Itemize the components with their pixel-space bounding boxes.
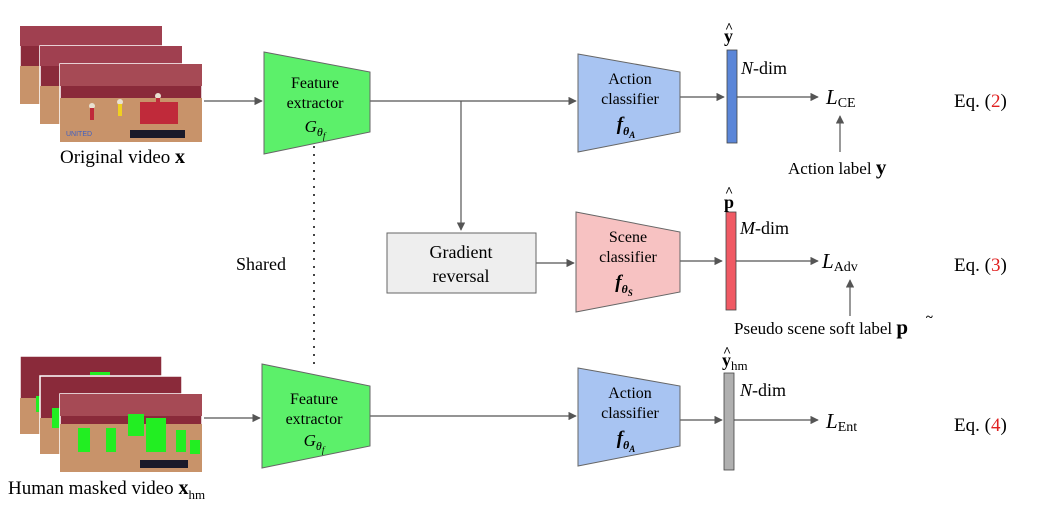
output-bar-bottom (723, 372, 735, 471)
action-classifier-top: Action classifier fθA (577, 53, 681, 153)
dim-label-bottom: N-dim (739, 380, 786, 400)
svg-text:^: ^ (725, 21, 733, 36)
ac-top-line2: classifier (601, 91, 659, 108)
pseudo-scene-label: Pseudo scene soft label p ~ (734, 309, 933, 339)
eq-ref-4: Eq. (4) (954, 415, 1007, 436)
original-video-label: Original video x (60, 146, 185, 168)
video-frame-front: UNITED (59, 63, 203, 143)
masked-frame-front (59, 393, 203, 473)
output-bar-top (726, 49, 738, 144)
output-middle-hat: p ^ (724, 185, 734, 212)
dim-label-top: N-dim (740, 58, 787, 78)
fe-bottom-line2: extractor (286, 411, 344, 428)
eq-ref-3: Eq. (3) (954, 255, 1007, 276)
svg-text:^: ^ (723, 345, 731, 360)
output-top-hat: y ^ (724, 21, 733, 46)
dim-label-middle: M-dim (739, 218, 789, 238)
feature-extractor-top: Feature extractor Gθf (263, 51, 371, 155)
shared-label: Shared (236, 254, 286, 274)
gr-line2: reversal (433, 266, 490, 286)
fe-top-symbol: Gθf (305, 117, 327, 141)
loss-ent: LEnt (825, 409, 857, 435)
svg-text:^: ^ (725, 185, 733, 200)
original-video-frames: UNITED (19, 25, 203, 143)
svg-text:~: ~ (926, 309, 933, 324)
fe-bottom-line1: Feature (290, 391, 338, 408)
svg-text:yhm: yhm (722, 350, 748, 373)
fe-bottom-symbol: Gθf (304, 431, 326, 455)
loss-ce: LCE (825, 85, 856, 111)
action-classifier-bottom: Action classifier fθA (577, 367, 681, 467)
action-label: Action label y (788, 155, 887, 179)
scene-line1: Scene (609, 229, 647, 246)
ac-bottom-line2: classifier (601, 405, 659, 422)
gradient-reversal-block: Gradient reversal (386, 232, 537, 294)
loss-adv: LAdv (821, 249, 858, 275)
ac-top-symbol: fθA (617, 114, 636, 140)
scene-classifier: Scene classifier fθS (575, 211, 681, 313)
svg-text:Pseudo scene soft label p: Pseudo scene soft label p (734, 315, 908, 339)
fe-top-line2: extractor (287, 95, 345, 112)
ac-top-line1: Action (608, 71, 652, 88)
ac-bottom-symbol: fθA (617, 428, 636, 454)
eq-ref-2: Eq. (2) (954, 91, 1007, 112)
fe-top-line1: Feature (291, 75, 339, 92)
scene-symbol: fθS (615, 272, 633, 298)
connections (204, 92, 855, 425)
svg-text:UNITED: UNITED (66, 131, 92, 138)
gr-line1: Gradient (430, 242, 493, 262)
masked-video-label: Human masked video xhm (8, 477, 205, 502)
svg-text:p: p (724, 192, 734, 212)
output-bar-middle (725, 211, 737, 311)
ac-bottom-line1: Action (608, 385, 652, 402)
feature-extractor-bottom: Feature extractor Gθf (261, 363, 371, 469)
scene-line2: classifier (599, 249, 657, 266)
output-bottom-hat: yhm ^ (722, 345, 748, 373)
masked-video-frames (19, 355, 203, 473)
svg-text:y: y (724, 26, 733, 46)
